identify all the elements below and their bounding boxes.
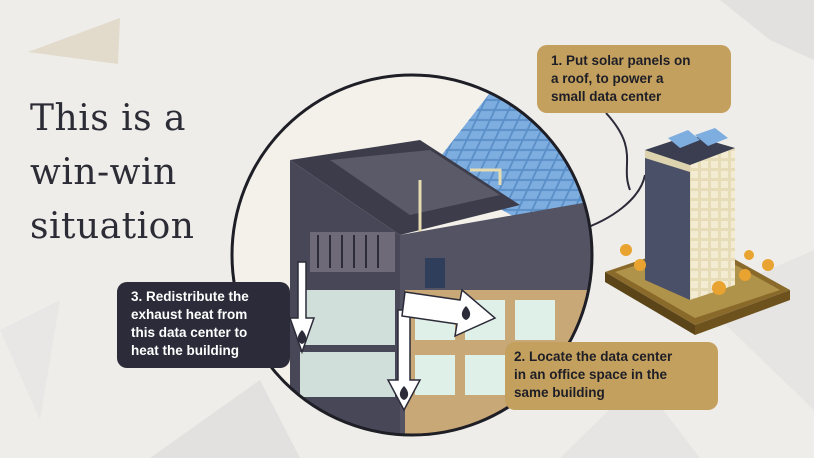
tree: [744, 250, 754, 260]
bg-triangle-bottom: [150, 380, 300, 458]
title-line: This is a: [30, 98, 187, 139]
callout-line: same building: [514, 385, 605, 400]
bg-triangle-bottom-left: [0, 300, 60, 420]
callout-redistribute-heat: 3. Redistribute the exhaust heat from th…: [117, 282, 290, 368]
callout-line: exhaust heat from: [131, 307, 248, 322]
office-tower: [605, 128, 790, 335]
zoom-circle-border: [230, 73, 594, 437]
tower-solar-panel: [668, 130, 700, 148]
callout-line: heat the building: [131, 343, 239, 358]
tower-left-face: [645, 150, 690, 300]
connector-line: [605, 112, 631, 191]
tree: [712, 281, 726, 295]
callout-line: 3. Redistribute the: [131, 289, 249, 304]
bg-triangle-top-left: [28, 18, 120, 64]
callout-line: small data center: [551, 89, 662, 104]
callout-locate-data-center: 2. Locate the data center in an office s…: [505, 342, 718, 410]
tree: [620, 244, 632, 256]
callout-line: a roof, to power a: [551, 71, 664, 86]
callout-line: 2. Locate the data center: [514, 349, 673, 364]
callout-line: in an office space in the: [514, 367, 668, 382]
callout-line: this data center to: [131, 325, 248, 340]
bg-triangle-bottom-right: [560, 380, 700, 458]
title-line: situation: [30, 206, 195, 247]
callout-solar-panels: 1. Put solar panels on a roof, to power …: [537, 45, 731, 113]
tower-solar-panel: [695, 128, 728, 146]
tower-right-face: [690, 148, 735, 300]
callout-line: 1. Put solar panels on: [551, 53, 691, 68]
tree: [739, 269, 751, 281]
page-title: This is a win-win situation: [30, 92, 250, 254]
flame-icon: [297, 306, 471, 400]
tree: [634, 259, 646, 271]
heat-arrow: [288, 261, 497, 412]
server-rack: [310, 232, 395, 272]
title-line: win-win: [30, 152, 177, 193]
bg-triangle-top-right: [720, 0, 814, 60]
tree: [762, 259, 774, 271]
